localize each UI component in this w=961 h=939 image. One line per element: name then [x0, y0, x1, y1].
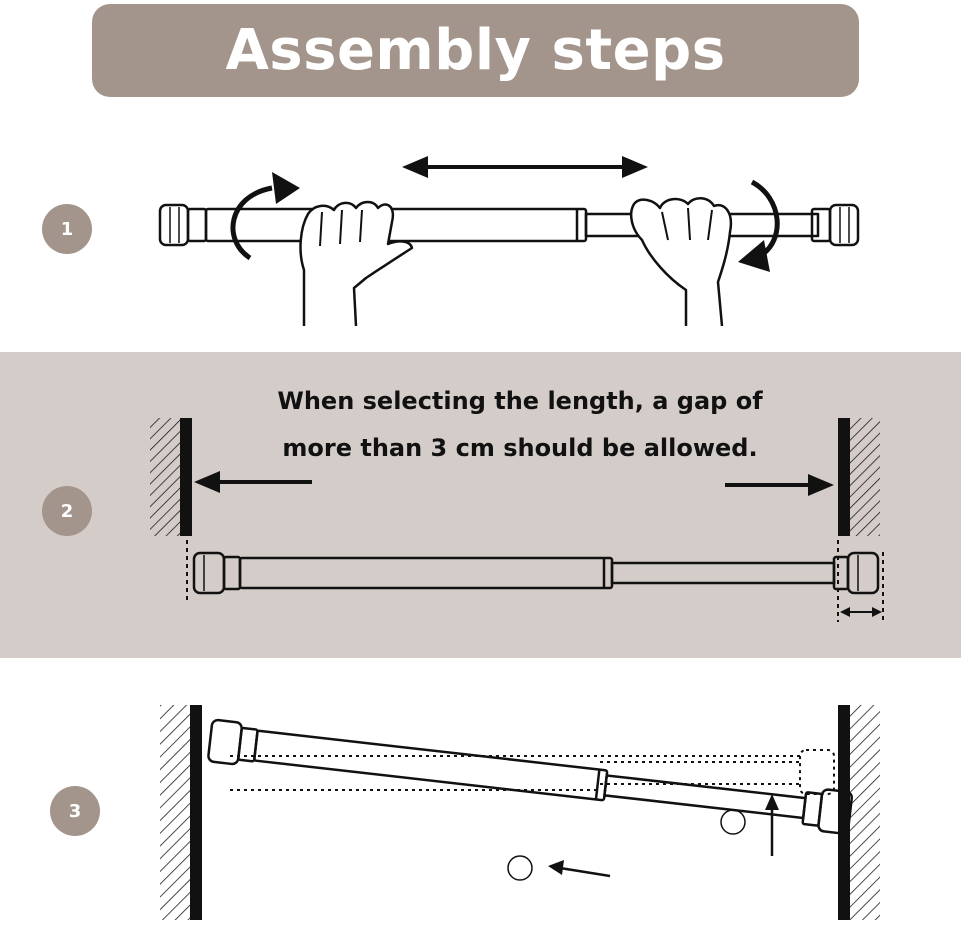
step-1-illustration	[158, 156, 860, 327]
double-arrow-icon	[402, 156, 648, 178]
arrow-icon	[765, 794, 779, 856]
arrow-icon	[725, 474, 834, 496]
step-2-badge: 2	[42, 486, 92, 536]
title-banner: Assembly steps	[92, 4, 859, 97]
tension-rod-icon	[192, 551, 880, 595]
marker-1-circle	[507, 855, 533, 881]
rod-end-cap-left	[158, 203, 208, 247]
length-gap-note: When selecting the length, a gap of more…	[240, 378, 800, 472]
rotate-arrow-icon	[738, 179, 780, 272]
page-title: Assembly steps	[225, 18, 726, 83]
step-2-illustration	[150, 418, 884, 622]
wall-icon	[160, 705, 202, 920]
rotate-arrow-icon	[230, 172, 300, 261]
arrow-icon	[548, 860, 611, 878]
wall-icon	[150, 418, 192, 536]
wall-icon	[838, 418, 880, 536]
step-1-badge: 1	[42, 204, 92, 254]
hand-icon	[630, 197, 733, 327]
note-line-2: more than 3 cm should be allowed.	[282, 434, 758, 462]
gap-double-arrow-icon	[840, 607, 882, 617]
tension-rod-icon	[207, 718, 854, 835]
arrow-icon	[194, 471, 312, 493]
rod-end-cap-right	[810, 203, 860, 247]
hand-icon	[299, 200, 414, 327]
rod-thick-segment	[204, 207, 588, 243]
ghost-rod	[230, 749, 835, 795]
note-line-1: When selecting the length, a gap of	[277, 387, 763, 415]
step-3-illustration	[160, 705, 880, 920]
marker-2-circle	[720, 809, 746, 835]
wall-icon	[838, 705, 880, 920]
step-3-badge: 3	[50, 786, 100, 836]
